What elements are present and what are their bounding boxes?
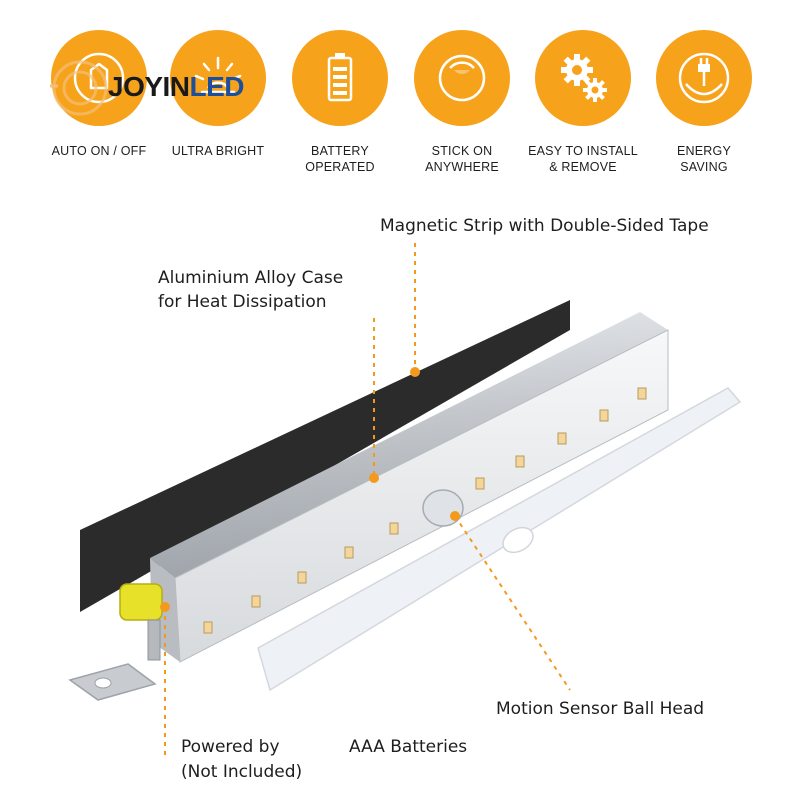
led-row <box>203 387 647 634</box>
callout-line-sensor <box>454 515 571 691</box>
led <box>599 409 609 422</box>
brand-name-part1: JOYIN <box>108 71 190 102</box>
bracket-hole <box>94 677 112 689</box>
brand-name-part2: LED <box>189 71 245 102</box>
feature-stick-on: STICK ON ANYWHERE <box>403 30 521 175</box>
diffuser-cover <box>257 387 742 692</box>
led <box>637 387 647 400</box>
callout-dot-magnetic <box>410 367 420 377</box>
callout-powered-line2: (Not Included) <box>181 762 303 782</box>
feature-easy-install: EASY TO INSTALL & REMOVE <box>524 30 642 175</box>
motion-sensor <box>422 489 464 527</box>
stick-icon <box>414 30 510 126</box>
callout-batteries: AAA Batteries <box>349 737 468 757</box>
callout-case-line1: Aluminium Alloy Case <box>158 268 344 288</box>
feature-label: AUTO ON / OFF <box>51 144 147 158</box>
led <box>557 432 567 445</box>
brand-logo: JOYINLED <box>108 70 245 104</box>
callout-motion-sensor: Motion Sensor Ball Head <box>496 699 705 719</box>
gears-icon <box>535 30 631 126</box>
sensor-hole <box>502 526 534 554</box>
feature-label: EASY TO INSTALL & REMOVE <box>528 144 638 174</box>
callout-magnetic-strip: Magnetic Strip with Double-Sided Tape <box>380 216 709 236</box>
led <box>515 455 525 468</box>
bracket-clip <box>147 619 161 661</box>
led <box>297 571 307 584</box>
battery-icon <box>292 30 388 126</box>
feature-battery: BATTERY OPERATED <box>281 30 399 175</box>
led <box>344 546 354 559</box>
led <box>389 522 399 535</box>
mounting-bracket <box>68 663 157 701</box>
switch-button <box>119 583 163 621</box>
aluminium-case <box>150 312 668 578</box>
feature-label: ULTRA BRIGHT <box>171 144 265 158</box>
feature-label: STICK ON ANYWHERE <box>425 144 499 174</box>
leaf-plug-icon <box>656 30 752 126</box>
callout-dot-case <box>369 473 379 483</box>
led <box>251 595 261 608</box>
brand-logo-icon <box>50 60 108 116</box>
feature-label: BATTERY OPERATED <box>305 144 375 174</box>
feature-label: ENERGY SAVING <box>677 144 731 174</box>
feature-energy-saving: ENERGY SAVING <box>645 30 763 175</box>
callout-powered-line1: Powered by <box>181 737 280 757</box>
sun-icon <box>170 30 266 126</box>
callout-case-line2: for Heat Dissipation <box>158 292 327 312</box>
led <box>203 621 213 634</box>
led <box>475 477 485 490</box>
feature-ultra-bright: ULTRA BRIGHT <box>159 30 277 159</box>
